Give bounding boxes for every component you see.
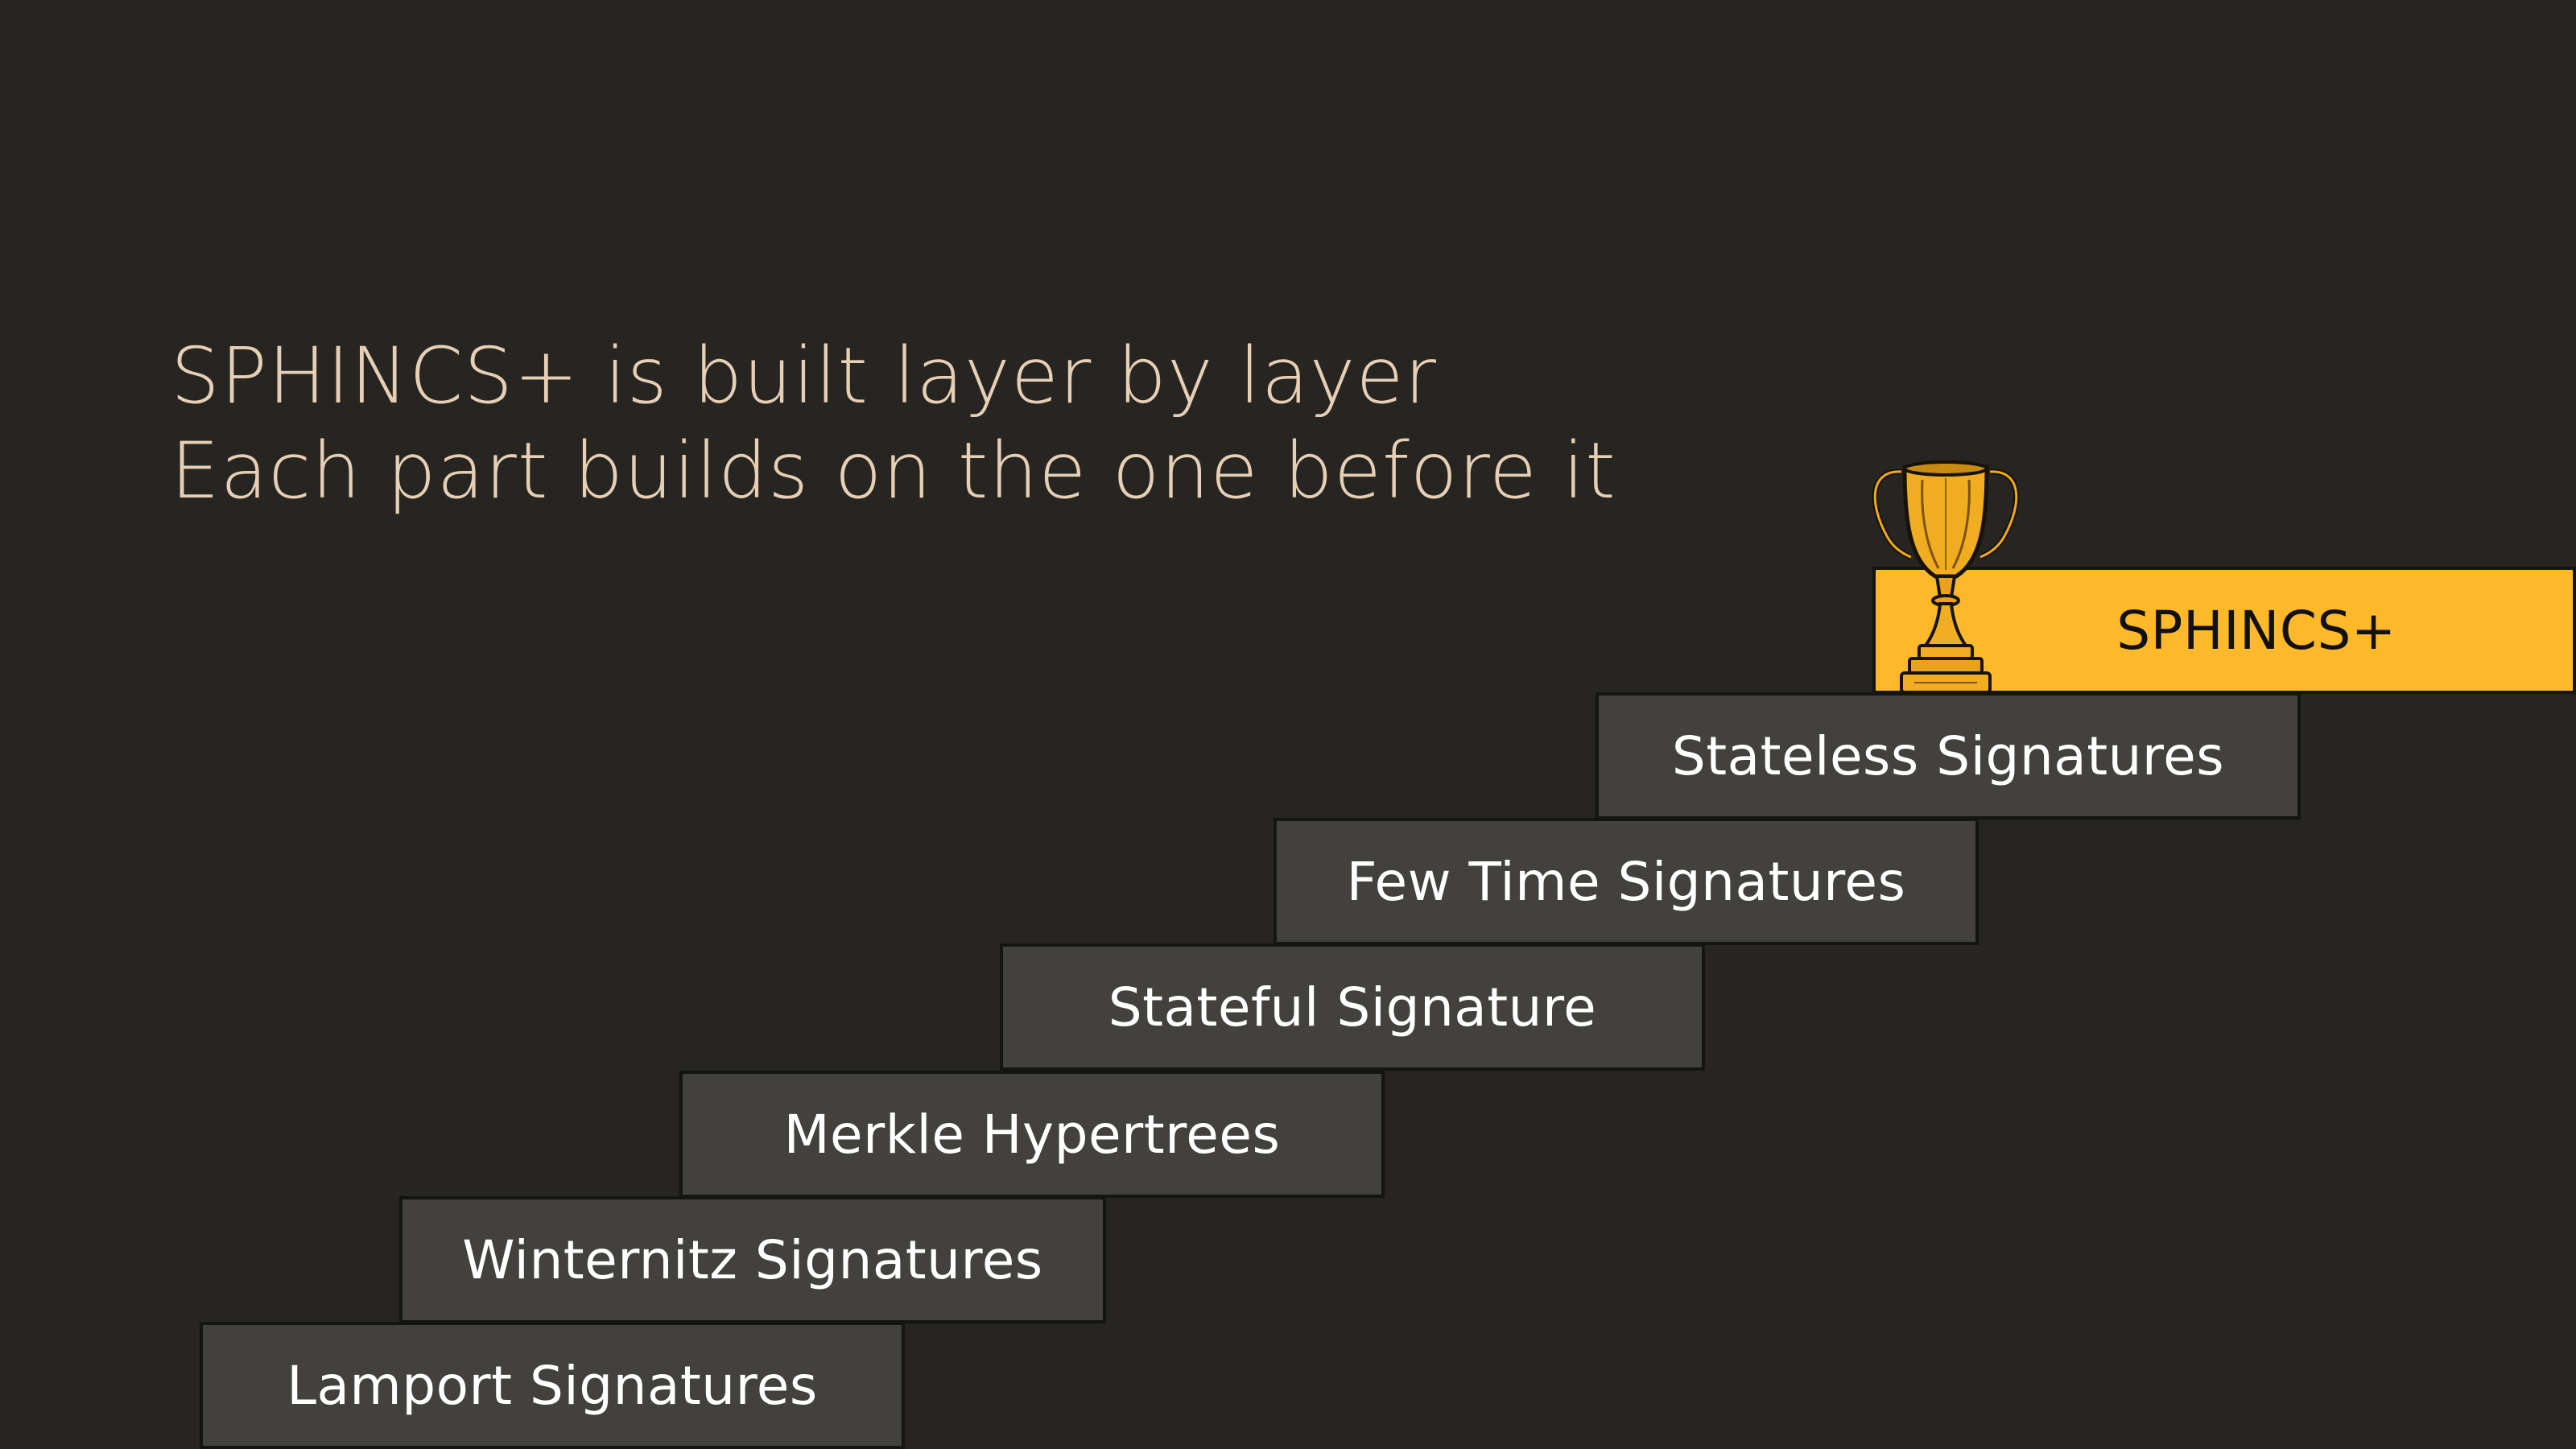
step-label: Stateful Signature [1108, 976, 1597, 1038]
step-merkle-hypertrees: Merkle Hypertrees [679, 1071, 1385, 1198]
step-winternitz-signatures: Winternitz Signatures [399, 1196, 1106, 1323]
trophy-icon [1872, 460, 2020, 694]
heading-line-1: SPHINCS+ is built layer by layer [171, 331, 1438, 421]
step-label: SPHINCS+ [2116, 599, 2396, 662]
step-label: Winternitz Signatures [462, 1228, 1043, 1291]
heading-line-2: Each part builds on the one before it [171, 426, 1616, 516]
step-label: Few Time Signatures [1346, 850, 1906, 913]
step-label: Lamport Signatures [287, 1354, 818, 1417]
step-lamport-signatures: Lamport Signatures [200, 1322, 905, 1449]
step-stateful-signature: Stateful Signature [1000, 943, 1705, 1071]
step-stateless-signatures: Stateless Signatures [1596, 692, 2301, 819]
step-label: Stateless Signatures [1671, 724, 2225, 787]
step-few-time-signatures: Few Time Signatures [1274, 818, 1979, 945]
step-label: Merkle Hypertrees [783, 1103, 1281, 1166]
page-heading: SPHINCS+ is built layer by layer Each pa… [171, 328, 1616, 518]
